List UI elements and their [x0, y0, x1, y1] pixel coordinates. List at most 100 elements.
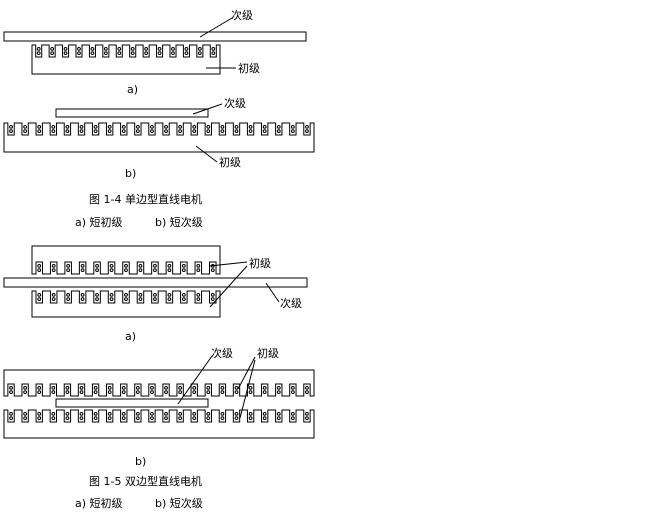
fig1b-primary-core-coil — [107, 124, 112, 129]
fig2a-primary-core-upper-coil — [80, 263, 85, 268]
fig1a-primary-core-coil — [103, 46, 108, 51]
fig2a-primary-core-upper-coil — [138, 263, 143, 268]
fig1b-primary-core-coil — [178, 124, 183, 129]
fig2b-primary-core-lower-coil — [192, 411, 197, 416]
fig1b-primary-core-coil — [135, 129, 140, 134]
fig1b-primary-core-coil — [178, 129, 183, 134]
fig2b-primary-core-upper-coil — [23, 390, 28, 395]
fig1b-primary-core-coil — [107, 129, 112, 134]
fig1a-primary-core-coil — [117, 46, 122, 51]
fig2a-primary-core-upper-coil — [124, 268, 128, 273]
fig2a-primary-core-lower-coil — [196, 292, 201, 297]
fig2b-primary-core-upper-coil — [192, 385, 197, 390]
fig1b-primary-core-coil — [37, 129, 42, 134]
fig2a-primary-core-lower-coil — [37, 297, 42, 302]
fig2b-primary-core-lower-coil — [93, 411, 98, 416]
fig1-subcaption-a: a) 短初级 — [75, 215, 123, 229]
fig2b-primary-core-upper-coil — [276, 390, 281, 395]
fig2b-primary-core-lower-coil — [9, 416, 13, 421]
fig2b-primary-core-upper-coil — [121, 390, 126, 395]
fig2b-primary-core-lower-coil — [305, 411, 309, 416]
fig1b-primary-core-coil — [23, 129, 28, 134]
fig1-caption: 图 1-4 单边型直线电机 — [89, 192, 202, 206]
fig2b-primary-core-lower-coil — [276, 416, 281, 421]
fig2b-primary-core-lower-coil — [107, 411, 112, 416]
fig1a-primary-core-coil — [130, 51, 135, 56]
fig1b-secondary-plate — [55, 108, 209, 118]
fig2b-primary-core-upper-coil — [206, 390, 211, 395]
fig2a-primary-core-lower-coil — [95, 292, 99, 297]
fig1b-primary-core-coil — [220, 129, 225, 134]
fig2b-secondary-plate — [55, 398, 209, 408]
fig1b-primary-core — [3, 122, 315, 153]
fig1b-primary-core-coil — [51, 124, 56, 129]
fig2a-primary-core-upper-coil — [167, 263, 172, 268]
fig2b-primary-core-lower-coil — [248, 411, 253, 416]
fig2a-primary-label: 初级 — [249, 256, 271, 270]
fig1a-primary-core-coil — [157, 51, 162, 56]
fig2b-primary-leader-lower — [239, 359, 256, 419]
fig2b-primary-core-upper-coil — [248, 390, 253, 395]
fig2b-primary-core-lower-coil — [150, 411, 154, 416]
fig2a-tag: a) — [125, 330, 136, 343]
fig2b-primary-core-upper-coil — [51, 390, 56, 395]
fig1a-primary-core-coil — [50, 51, 55, 56]
fig2a-primary-core-lower-coil — [181, 297, 186, 302]
fig2b-primary-label: 初级 — [257, 346, 279, 360]
fig2a-primary-core-lower-coil — [124, 297, 128, 302]
fig1b-primary-core-coil — [164, 129, 168, 134]
fig2b-primary-core-upper-coil — [79, 390, 84, 395]
fig1a-primary-core-coil — [184, 46, 189, 51]
fig2b-primary-core-lower-coil — [135, 411, 140, 416]
fig1a-primary-core-coil — [197, 46, 202, 51]
fig1b-primary-core-coil — [164, 124, 168, 129]
fig1a-secondary-leader — [199, 17, 233, 38]
fig1b-primary-core-coil — [276, 129, 281, 134]
fig1b-primary-core-coil — [65, 129, 70, 134]
fig1a-primary-core-coil — [144, 51, 149, 56]
fig2b-tag: b) — [135, 455, 146, 468]
fig2b-primary-core-upper-coil — [79, 385, 84, 390]
fig2b-primary-core-upper-coil — [206, 385, 211, 390]
fig2a-primary-core-upper-coil — [51, 268, 56, 273]
fig2b-primary-core-upper-coil — [220, 390, 225, 395]
fig2b-primary-core-upper-coil — [135, 390, 140, 395]
fig1b-primary-core-coil — [192, 129, 197, 134]
fig2b-primary-core-lower-coil — [276, 411, 281, 416]
fig1b-tag: b) — [125, 167, 136, 180]
fig2a-primary-core-upper-coil — [210, 268, 215, 273]
fig2a-primary-core-upper-coil — [66, 263, 71, 268]
fig2b-primary-core-lower-coil — [234, 411, 239, 416]
fig2b-primary-core-lower-coil — [107, 416, 112, 421]
fig2b-primary-core-upper-coil — [262, 385, 267, 390]
fig1b-primary-core-coil — [121, 129, 126, 134]
fig2b-primary-core-lower-coil — [135, 416, 140, 421]
fig2a-primary-core-upper-coil — [153, 263, 157, 268]
fig2b-primary-core-lower-coil — [305, 416, 309, 421]
fig2-subcaption-b: b) 短次级 — [155, 496, 203, 510]
fig1a-primary-core-coil — [36, 51, 41, 56]
fig2a-primary-core-upper-coil — [196, 263, 201, 268]
fig1b-primary-core-coil — [206, 129, 211, 134]
fig2b-primary-core-lower-coil — [248, 416, 253, 421]
fig2b-primary-core-upper-coil — [164, 385, 168, 390]
fig1a-primary-core — [31, 44, 221, 75]
fig2b-primary-core-upper-coil — [23, 385, 28, 390]
fig2b-primary-core-upper-coil — [51, 385, 56, 390]
fig2b-primary-core-lower-coil — [65, 416, 70, 421]
fig1a-primary-core-coil — [63, 51, 68, 56]
fig2b-primary-core-lower-coil — [178, 411, 183, 416]
fig1a-primary-core-coil — [144, 46, 149, 51]
fig2-subcaption-a: a) 短初级 — [75, 496, 123, 510]
fig1b-primary-core-coil — [234, 129, 239, 134]
fig2a-primary-core-lower-coil — [80, 292, 85, 297]
fig2a-primary-core-lower-coil — [109, 292, 114, 297]
fig2b-primary-core-lower-coil — [206, 411, 211, 416]
fig2a-primary-core-lower-coil — [153, 297, 157, 302]
fig2b-primary-core-upper-coil — [150, 385, 154, 390]
fig1b-primary-core-coil — [192, 124, 197, 129]
fig1b-secondary-leader — [192, 103, 223, 115]
fig1a-primary-core-coil — [157, 46, 162, 51]
fig2b-primary-core-upper-coil — [305, 385, 309, 390]
